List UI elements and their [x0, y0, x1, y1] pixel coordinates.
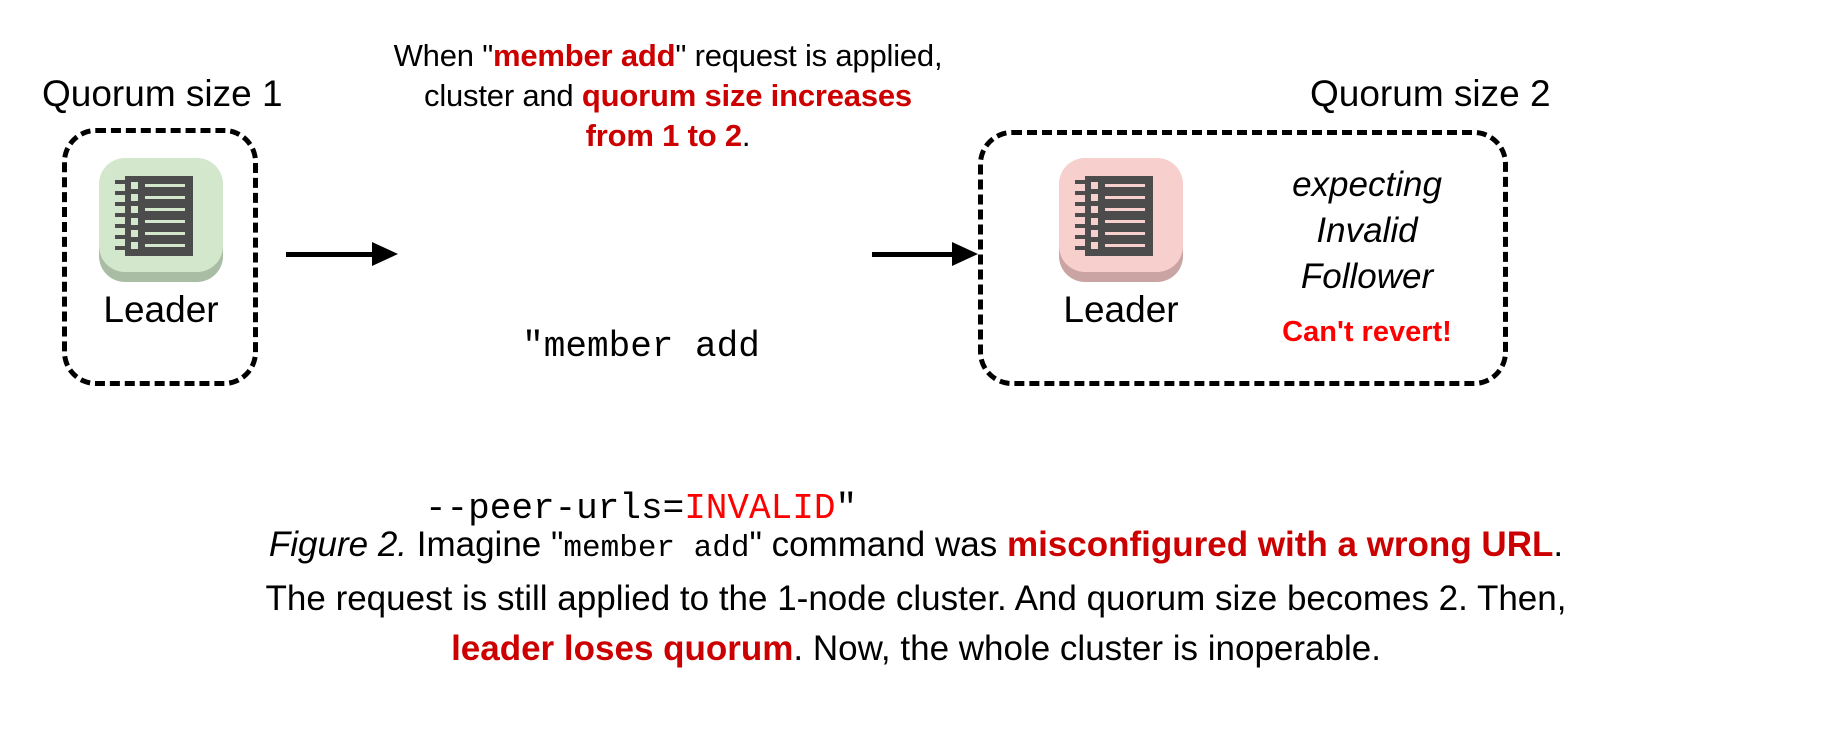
- ledger-icon-face: [1059, 158, 1183, 272]
- ledger-icon-rings: [115, 180, 129, 252]
- caption-segment-3: .: [1553, 525, 1564, 564]
- right-leader-node: Leader: [1048, 158, 1194, 332]
- caption-segment-2: " command was: [749, 525, 1007, 564]
- arrow-command-to-right-icon: [872, 242, 978, 266]
- ledger-icon: [99, 158, 223, 282]
- right-cluster-boundary: [978, 130, 1508, 386]
- caption-segment-4: The request is still applied to the 1-no…: [265, 579, 1567, 618]
- note-segment-7: .: [741, 118, 751, 153]
- right-cluster-status: expecting Invalid Follower Can't revert!: [1238, 162, 1496, 350]
- caption-segment-1: Imagine ": [407, 525, 564, 564]
- status-line-follower: Follower: [1300, 257, 1434, 296]
- note-segment-1: When ": [393, 38, 494, 73]
- status-badge-cant-revert: Can't revert!: [1282, 316, 1452, 348]
- ledger-icon-rows: [131, 182, 189, 250]
- right-leader-caption: Leader: [1063, 289, 1179, 330]
- arrow-left-to-command-icon: [286, 242, 398, 266]
- command-close-quote: ": [835, 488, 858, 529]
- member-add-command: "member add --peer-urls=INVALID": [406, 212, 876, 644]
- left-quorum-size-label: Quorum size 1: [42, 73, 283, 114]
- command-line-2: --peer-urls=INVALID": [406, 482, 876, 536]
- left-leader-caption: Leader: [103, 289, 219, 330]
- transition-note: When "member add" request is applied, cl…: [378, 36, 958, 156]
- status-line-expecting: expecting: [1292, 165, 1442, 204]
- ledger-icon: [1059, 158, 1183, 282]
- ledger-icon-rows: [1091, 182, 1149, 250]
- caption-emphasis-leader-loses-quorum: leader loses quorum: [451, 629, 794, 668]
- left-leader-node: Leader: [88, 158, 234, 332]
- caption-figure-number: Figure 2.: [268, 525, 408, 564]
- note-segment-3: " request is applied,: [675, 38, 943, 73]
- note-emphasis-quorum-increases: quorum size increases: [581, 78, 912, 113]
- caption-mono-command: member add: [563, 531, 750, 566]
- ledger-icon-rings: [1075, 180, 1089, 252]
- command-line-1: "member add: [522, 326, 760, 367]
- caption-emphasis-misconfigured: misconfigured with a wrong URL: [1006, 525, 1554, 564]
- command-flag: --peer-urls=: [424, 488, 685, 529]
- right-quorum-size-label: Quorum size 2: [1310, 73, 1551, 114]
- command-invalid-value: INVALID: [684, 488, 836, 529]
- note-segment-4: cluster and: [424, 78, 582, 113]
- ledger-icon-face: [99, 158, 223, 272]
- caption-segment-5: . Now, the whole cluster is inoperable.: [793, 629, 1381, 668]
- note-emphasis-from-1-to-2: from 1 to 2: [585, 118, 742, 153]
- status-line-invalid: Invalid: [1316, 211, 1418, 250]
- figure-caption: Figure 2. Imagine "member add" command w…: [46, 520, 1786, 674]
- left-cluster-boundary: [62, 128, 258, 386]
- note-emphasis-member-add: member add: [493, 38, 676, 73]
